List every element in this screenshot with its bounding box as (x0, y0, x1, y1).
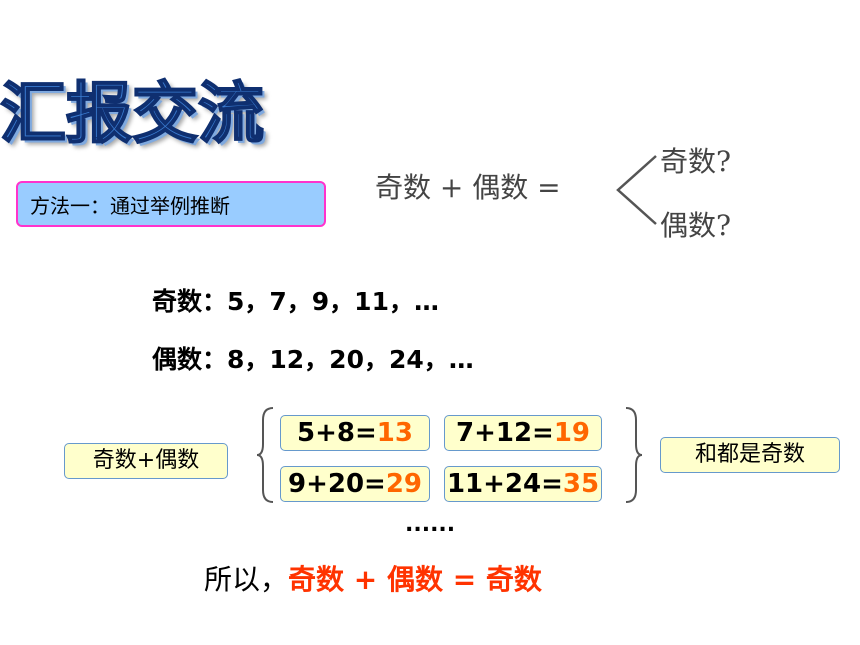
angle-bracket (616, 155, 657, 225)
formula-option-even: 偶数? (660, 209, 732, 242)
formula-lhs: 奇数 + 偶数 = (375, 171, 561, 204)
method-label: 方法一：通过举例推断 (16, 181, 326, 227)
conclusion: 所以，奇数 + 偶数 = 奇数 (204, 558, 542, 598)
left-brace (256, 407, 274, 503)
equation-1-expr: 5+8= (297, 418, 377, 448)
odd-plus-even-label: 奇数+偶数 (64, 443, 228, 479)
equation-3-result: 29 (385, 469, 423, 499)
sum-is-odd-label: 和都是奇数 (660, 437, 840, 473)
odd-number-list: 奇数：5，7，9，11，… (152, 287, 439, 316)
slide-title: 汇报交流 (0, 74, 265, 153)
equation-2-result: 19 (553, 418, 591, 448)
equation-3: 9+20=29 (280, 466, 430, 502)
equation-1-result: 13 (376, 418, 413, 448)
equation-1: 5+8=13 (280, 415, 430, 451)
equation-2: 7+12=19 (444, 415, 602, 451)
formula-option-odd: 奇数? (660, 145, 732, 178)
equation-2-expr: 7+12= (455, 418, 554, 448)
equation-4-expr: 11+24= (446, 469, 563, 499)
right-brace (625, 407, 643, 503)
conclusion-statement: 奇数 + 偶数 = 奇数 (288, 563, 542, 596)
equation-4-result: 35 (562, 469, 600, 499)
even-number-list: 偶数：8，12，20，24，… (152, 345, 474, 374)
equation-3-expr: 9+20= (287, 469, 386, 499)
ellipsis: ...... (405, 512, 456, 537)
conclusion-prefix: 所以， (204, 563, 289, 596)
equation-4: 11+24=35 (444, 466, 602, 502)
